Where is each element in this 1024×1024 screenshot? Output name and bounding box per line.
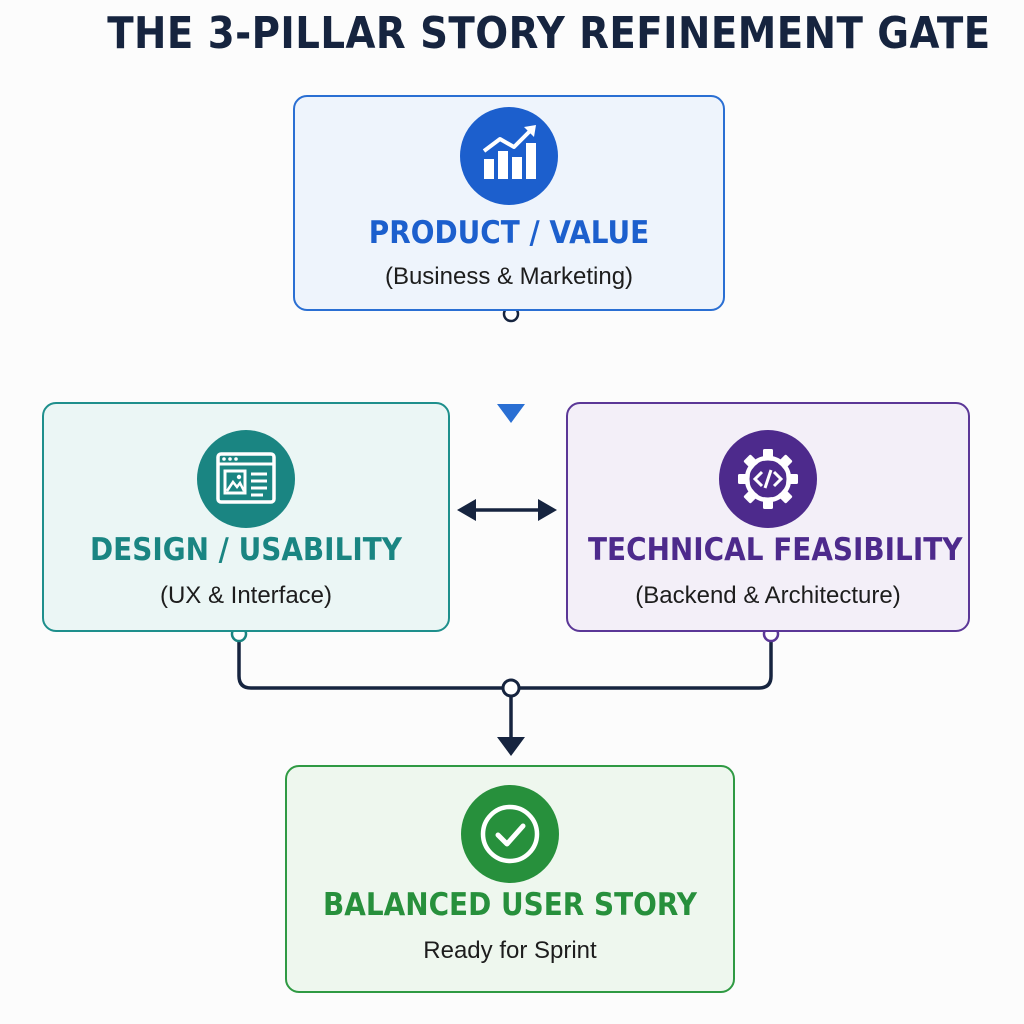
product-subtitle: (Business & Marketing)	[384, 263, 634, 290]
product-down-arrow	[497, 305, 525, 423]
balanced-user-story-result: BALANCED USER STORY Ready for Sprint	[285, 765, 735, 993]
result-heading: BALANCED USER STORY	[322, 887, 698, 923]
product-heading: PRODUCT / VALUE	[368, 215, 650, 251]
technical-heading: TECHNICAL FEASIBILITY	[588, 532, 963, 568]
design-usability-pillar: DESIGN / USABILITY (UX & Interface)	[42, 402, 450, 632]
interface-window-icon	[197, 430, 295, 528]
merge-connector	[230, 625, 780, 756]
product-value-pillar: PRODUCT / VALUE (Business & Marketing)	[293, 95, 725, 311]
growth-chart-icon	[460, 107, 558, 205]
checkmark-icon	[461, 785, 559, 883]
technical-feasibility-pillar: TECHNICAL FEASIBILITY (Backend & Archite…	[566, 402, 970, 632]
design-heading: DESIGN / USABILITY	[90, 532, 402, 568]
technical-subtitle: (Backend & Architecture)	[635, 582, 901, 609]
gear-code-icon	[719, 430, 817, 528]
result-subtitle: Ready for Sprint	[423, 937, 597, 964]
bidirectional-arrow	[457, 499, 557, 521]
diagram-title: THE 3-PILLAR STORY REFINEMENT GATE	[107, 8, 991, 59]
design-subtitle: (UX & Interface)	[159, 582, 333, 609]
